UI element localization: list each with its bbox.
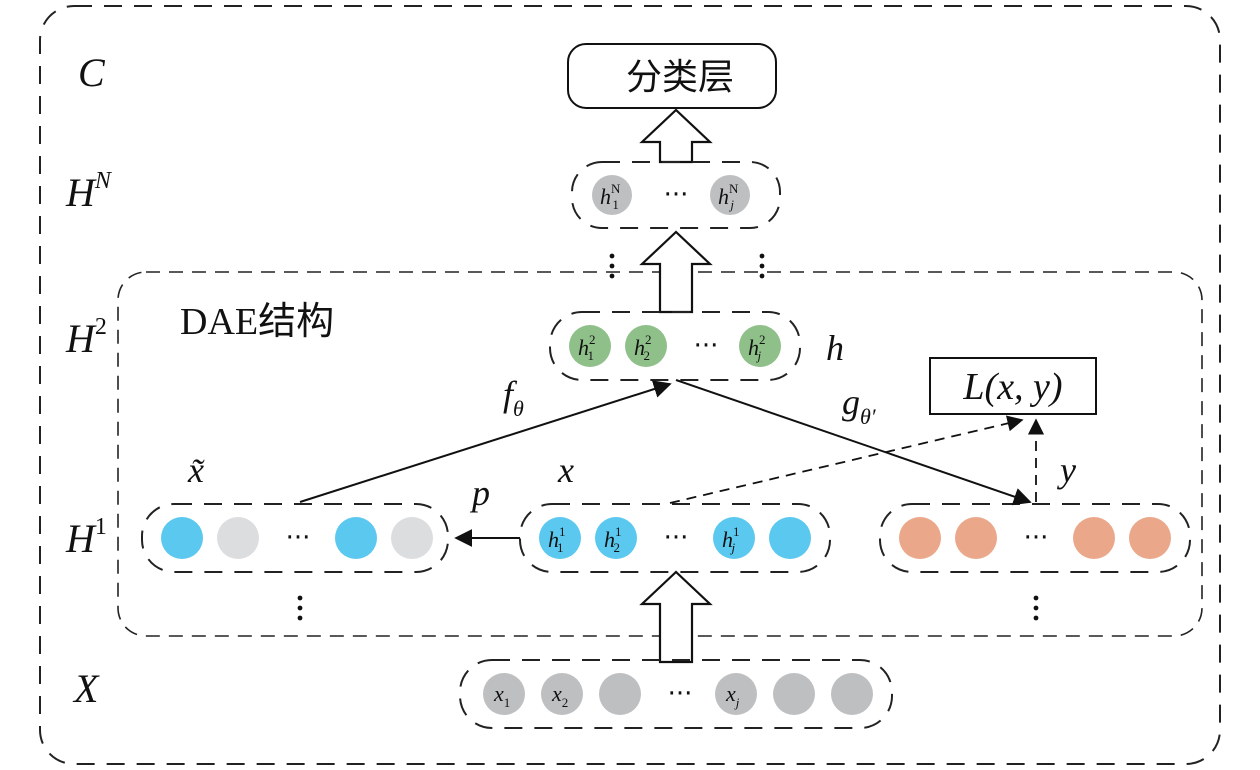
node-h1-1 bbox=[539, 517, 581, 559]
vertical-dots-left-bottom bbox=[297, 595, 303, 621]
node-y-2 bbox=[955, 517, 997, 559]
layer-xtilde-container bbox=[141, 503, 449, 573]
edge-label-g-theta-prime: gθ′ bbox=[842, 382, 877, 429]
encoder-arrow-f bbox=[299, 380, 672, 503]
node-xtilde-4 bbox=[391, 517, 433, 559]
node-x-1 bbox=[483, 673, 525, 715]
node-x-j bbox=[715, 673, 757, 715]
node-x-6 bbox=[831, 673, 873, 715]
node-y-4 bbox=[1129, 517, 1171, 559]
node-h1-extra bbox=[769, 517, 811, 559]
node-x-2 bbox=[541, 673, 583, 715]
x-ellipsis: ··· bbox=[668, 679, 693, 709]
vertical-dots-right-bottom bbox=[1033, 595, 1039, 621]
edge-label-p: p bbox=[469, 473, 490, 513]
var-label-h: h bbox=[826, 328, 844, 368]
outer-frame bbox=[39, 5, 1221, 765]
vertical-dots-right-top bbox=[759, 253, 765, 279]
loss-box bbox=[929, 357, 1097, 415]
node-x-j-label: xj bbox=[725, 681, 740, 710]
layer-label-hn: HN bbox=[65, 168, 113, 215]
node-h1-j bbox=[713, 517, 755, 559]
node-y-3 bbox=[1073, 517, 1115, 559]
layer-label-x: X bbox=[72, 666, 100, 711]
var-label-xtilde: x̃ bbox=[187, 450, 205, 490]
node-h2-1 bbox=[569, 325, 611, 367]
xtilde-ellipsis: ··· bbox=[286, 523, 311, 553]
node-x-1-label: x1 bbox=[493, 681, 510, 710]
up-arrow-hn-to-classifier bbox=[639, 108, 713, 164]
var-label-y: y bbox=[1057, 450, 1076, 490]
classifier-label: 分类层 bbox=[626, 57, 734, 98]
layer-h2-container bbox=[549, 311, 801, 381]
hn-ellipsis: ··· bbox=[664, 180, 689, 210]
node-xtilde-3 bbox=[335, 517, 377, 559]
layer-label-h1: H1 bbox=[65, 514, 107, 561]
layer-label-h2: H2 bbox=[65, 314, 107, 361]
layer-hn-container bbox=[571, 161, 781, 229]
edge-label-f-theta: fθ bbox=[503, 374, 524, 421]
h1-ellipsis: ··· bbox=[664, 523, 689, 553]
classifier-box bbox=[567, 43, 777, 109]
h2-ellipsis: ··· bbox=[694, 331, 719, 361]
layer-x-container bbox=[459, 659, 893, 729]
layer-h1-container bbox=[519, 503, 831, 573]
node-x-3 bbox=[599, 673, 641, 715]
node-h1-2 bbox=[595, 517, 637, 559]
node-h2-2 bbox=[625, 325, 667, 367]
node-xtilde-1 bbox=[161, 517, 203, 559]
node-hn-1 bbox=[592, 175, 632, 215]
dae-structure-label: DAE结构 bbox=[180, 301, 334, 343]
layer-label-c: C bbox=[78, 50, 106, 95]
vertical-dots-left-top bbox=[609, 253, 615, 279]
node-h2-j bbox=[739, 325, 781, 367]
node-xtilde-2 bbox=[217, 517, 259, 559]
decoder-arrow-g bbox=[675, 379, 1032, 506]
node-y-1 bbox=[899, 517, 941, 559]
up-arrow-x-to-h1 bbox=[639, 570, 713, 664]
node-hn-j bbox=[710, 175, 750, 215]
var-label-x: x bbox=[557, 450, 574, 490]
node-x-2-label: x2 bbox=[551, 681, 568, 710]
layer-y-container bbox=[879, 503, 1191, 573]
up-arrow-h2-to-hn bbox=[639, 230, 713, 314]
loss-arrow-from-x bbox=[669, 415, 1024, 504]
loss-label: L(x, y) bbox=[962, 366, 1062, 408]
node-x-5 bbox=[773, 673, 815, 715]
y-ellipsis: ··· bbox=[1024, 523, 1049, 553]
